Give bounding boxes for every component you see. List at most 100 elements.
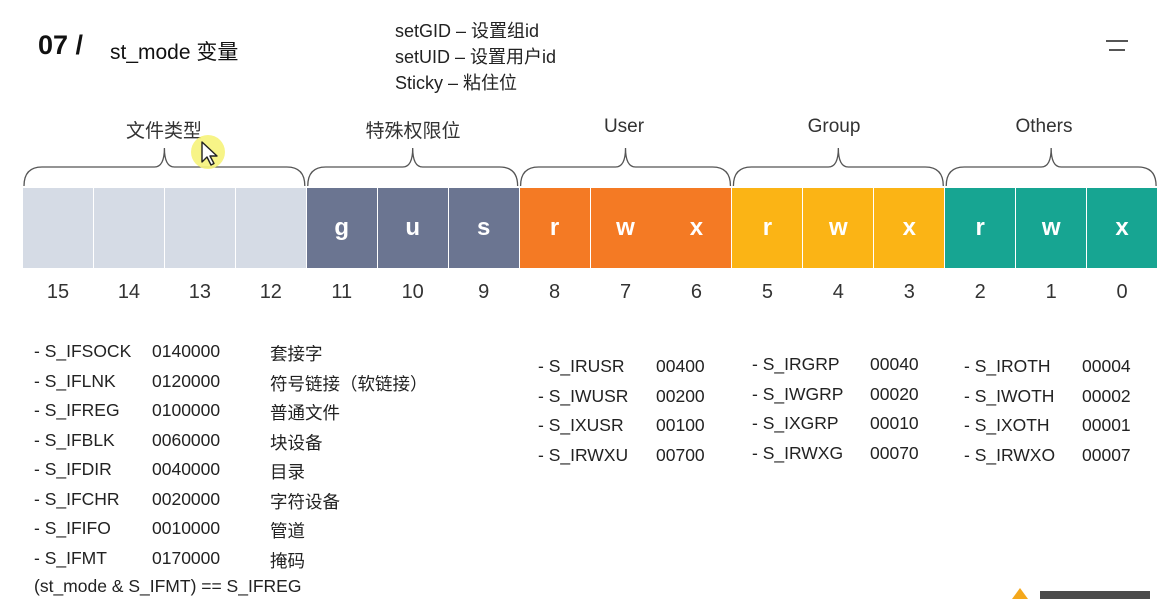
others-perm-value: 00001	[1082, 415, 1131, 435]
file-type-desc: 目录	[270, 462, 305, 482]
bit-cell-13	[164, 188, 235, 268]
user-perm-name: - S_IWUSR	[538, 385, 629, 406]
group-perm-value: 00070	[870, 442, 919, 463]
file-type-value: 0100000	[152, 400, 221, 420]
file-type-desc: 普通文件	[270, 403, 340, 423]
file-type-value: 0020000	[152, 488, 221, 509]
bit-cell-15	[23, 188, 93, 268]
bit-cell-1: w	[1016, 188, 1087, 268]
others-perm-name: - S_IXOTH	[964, 415, 1050, 435]
bit-cell-4: w	[803, 188, 874, 268]
bit-cell-7: w	[590, 188, 661, 268]
bit-cell-3: x	[874, 188, 945, 268]
bit-number-3: 3	[903, 281, 915, 303]
brand-logo	[1012, 588, 1150, 599]
bit-cell-9: s	[448, 188, 519, 268]
file-type-value: 0060000	[152, 429, 221, 450]
file-type-name: - S_IFREG	[34, 400, 120, 420]
others-perm-name: - S_IRWXO	[964, 444, 1056, 465]
bit-number-10: 10	[401, 281, 424, 303]
group-label-user: User	[603, 116, 645, 137]
group-label-special: 特殊权限位	[365, 121, 461, 142]
file-type-desc: 套接字	[270, 344, 323, 364]
group-brace-2	[519, 147, 732, 187]
others-perm-value: 00002	[1082, 385, 1131, 406]
file-type-check-expression: (st_mode & S_IFMT) == S_IFREG	[34, 576, 302, 596]
bit-cell-11: g	[306, 188, 377, 268]
group-brace-4	[945, 147, 1157, 187]
file-type-value: 0170000	[152, 547, 221, 568]
bit-number-0: 0	[1116, 281, 1128, 303]
file-type-name: - S_IFLNK	[34, 370, 116, 391]
file-type-value: 0120000	[152, 370, 221, 391]
bit-number-2: 2	[974, 281, 986, 303]
group-perm-name: - S_IRWXG	[752, 442, 844, 463]
slide-number: 07 /	[38, 30, 84, 60]
menu-icon[interactable]	[1106, 38, 1128, 54]
others-perm-name: - S_IWOTH	[964, 385, 1055, 406]
file-type-desc: 管道	[270, 521, 305, 541]
file-type-value: 0040000	[152, 459, 221, 479]
bit-number-13: 13	[188, 281, 211, 303]
file-type-name: - S_IFDIR	[34, 459, 112, 479]
bit-number-6: 6	[690, 281, 703, 303]
group-label-file-type: 文件类型	[125, 121, 202, 142]
bit-number-14: 14	[117, 281, 141, 303]
user-perm-name: - S_IRUSR	[538, 356, 625, 376]
bit-number-15: 15	[46, 281, 70, 303]
group-perm-name: - S_IWGRP	[752, 383, 844, 404]
others-perm-name: - S_IROTH	[964, 356, 1051, 376]
group-perm-name: - S_IXGRP	[752, 413, 839, 433]
mouse-cursor-icon	[191, 135, 225, 169]
bit-cell-14	[93, 188, 164, 268]
user-perm-value: 00700	[656, 444, 705, 465]
group-brace-3	[732, 147, 944, 187]
others-perm-value: 00004	[1082, 356, 1131, 376]
file-type-name: - S_IFBLK	[34, 429, 115, 450]
group-brace-1	[307, 147, 519, 187]
user-perm-value: 00400	[656, 356, 705, 376]
group-perm-value: 00010	[870, 413, 919, 433]
group-perm-name: - S_IRGRP	[752, 354, 840, 374]
user-perm-name: - S_IXUSR	[538, 415, 624, 435]
slide-title: st_mode 变量	[110, 41, 239, 64]
bit-cell-0: x	[1087, 188, 1158, 268]
bit-number-7: 7	[619, 281, 632, 303]
group-label-group: Group	[807, 116, 861, 137]
bit-number-5: 5	[761, 281, 773, 303]
group-braces	[23, 147, 1157, 187]
file-type-name: - S_IFSOCK	[34, 341, 132, 361]
bit-number-12: 12	[259, 281, 282, 303]
bit-number-9: 9	[478, 281, 490, 303]
bit-cell-10: u	[377, 188, 448, 268]
special-bit-sticky: Sticky – 粘住位	[395, 73, 518, 93]
others-perm-value: 00007	[1082, 444, 1131, 465]
group-perm-value: 00020	[870, 383, 919, 404]
user-perm-value: 00200	[656, 385, 705, 406]
file-type-name: - S_IFCHR	[34, 488, 120, 509]
special-bit-setgid: setGID – 设置组id	[395, 21, 540, 41]
bit-cell-12	[235, 188, 306, 268]
bit-number-1: 1	[1045, 281, 1057, 303]
file-type-desc: 掩码	[270, 550, 305, 571]
file-type-desc: 块设备	[270, 432, 323, 453]
file-type-desc: 符号链接（软链接）	[270, 373, 428, 394]
bit-cell-2: r	[945, 188, 1016, 268]
file-type-name: - S_IFIFO	[34, 518, 111, 538]
bit-number-4: 4	[832, 281, 844, 303]
bit-cell-8: r	[519, 188, 590, 268]
bit-cell-6: x	[661, 188, 732, 268]
file-type-name: - S_IFMT	[34, 547, 107, 568]
group-brace-0	[23, 147, 306, 187]
group-perm-value: 00040	[870, 354, 919, 374]
bit-number-8: 8	[549, 281, 561, 303]
file-type-value: 0010000	[152, 518, 221, 538]
special-bit-setuid: setUID – 设置用户id	[395, 47, 557, 67]
group-label-others: Others	[1015, 116, 1073, 137]
bit-cell-5: r	[732, 188, 803, 268]
file-type-desc: 字符设备	[270, 491, 340, 512]
file-type-value: 0140000	[152, 341, 221, 361]
user-perm-name: - S_IRWXU	[538, 444, 629, 465]
bit-number-11: 11	[331, 281, 353, 303]
user-perm-value: 00100	[656, 415, 705, 435]
